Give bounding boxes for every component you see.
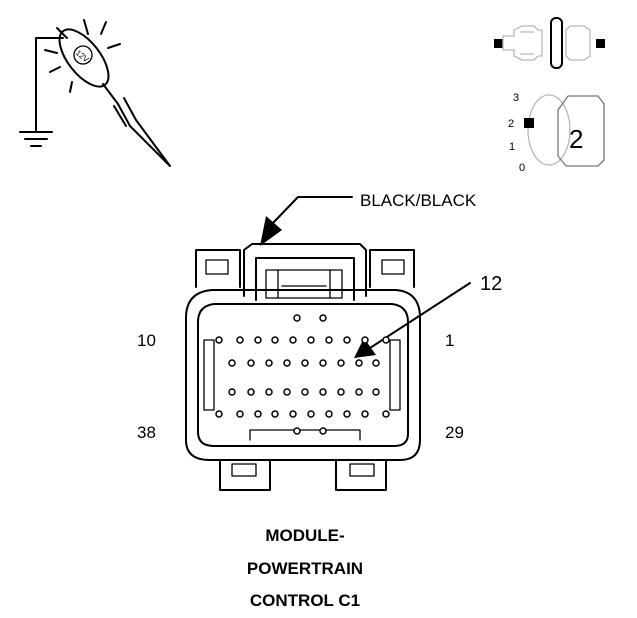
pin-label-top-right: 1 <box>445 331 454 350</box>
title-line-2: POWERTRAIN <box>247 559 363 578</box>
wire-color-label: BLACK/BLACK <box>360 191 477 210</box>
pin-label-bottom-left: 38 <box>137 423 156 442</box>
pin-cavities <box>215 314 390 435</box>
pin-callout-number: 12 <box>480 273 502 295</box>
pin-callout: 12 <box>354 273 502 358</box>
pin-label-top-left: 10 <box>137 331 156 350</box>
ignition-switch-icon: 3 2 1 0 2 <box>508 92 605 174</box>
diagram-title: MODULE- POWERTRAIN CONTROL C1 <box>247 526 363 610</box>
disconnected-connector-icon <box>494 17 605 69</box>
connector-c1 <box>185 243 421 491</box>
ignition-pos-2: 2 <box>508 118 514 130</box>
ignition-pos-1: 1 <box>509 141 515 153</box>
ignition-pos-3: 3 <box>513 92 519 104</box>
test-light-icon: 12V <box>19 19 171 167</box>
wire-color-callout: BLACK/BLACK <box>260 191 477 246</box>
pin-label-bottom-right: 29 <box>445 423 464 442</box>
ignition-pos-0: 0 <box>519 162 525 174</box>
title-line-3: CONTROL C1 <box>250 591 360 610</box>
title-line-1: MODULE- <box>265 526 344 545</box>
ignition-selected-position: 2 <box>569 124 583 154</box>
